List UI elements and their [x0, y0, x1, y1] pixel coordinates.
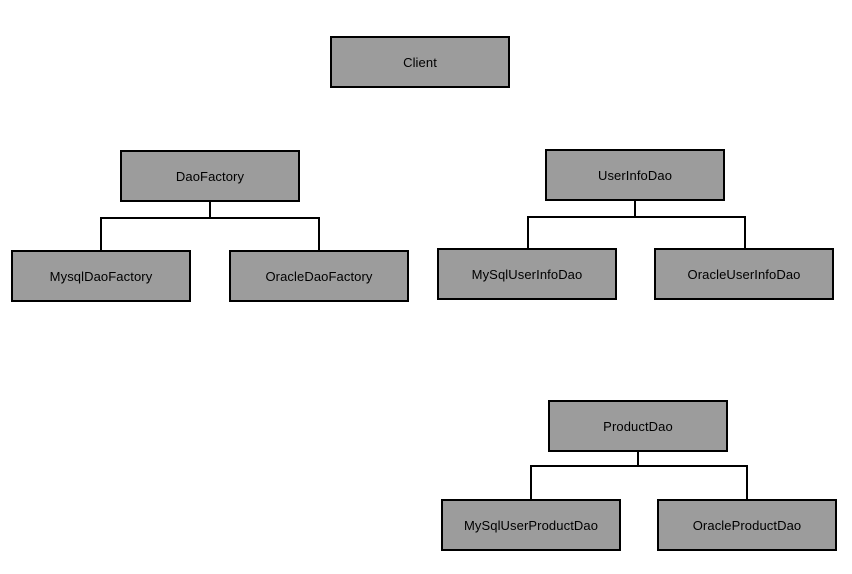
connector-productdao-crossbar — [530, 465, 748, 467]
connector-daofactory-crossbar — [100, 217, 320, 219]
node-oracle-user-info-dao: OracleUserInfoDao — [654, 248, 834, 300]
connector-productdao-left-drop — [530, 465, 532, 499]
connector-productdao-stem — [637, 452, 639, 467]
node-dao-factory: DaoFactory — [120, 150, 300, 202]
connector-daofactory-stem — [209, 202, 211, 219]
connector-userinfodao-crossbar — [527, 216, 746, 218]
node-mysql-dao-factory: MysqlDaoFactory — [11, 250, 191, 302]
connector-daofactory-left-drop — [100, 217, 102, 250]
connector-userinfodao-right-drop — [744, 216, 746, 248]
node-user-info-dao: UserInfoDao — [545, 149, 725, 201]
node-client: Client — [330, 36, 510, 88]
node-oracle-dao-factory: OracleDaoFactory — [229, 250, 409, 302]
connector-daofactory-right-drop — [318, 217, 320, 250]
connector-userinfodao-stem — [634, 201, 636, 218]
node-mysql-user-product-dao: MySqlUserProductDao — [441, 499, 621, 551]
connector-productdao-right-drop — [746, 465, 748, 499]
node-mysql-user-info-dao: MySqlUserInfoDao — [437, 248, 617, 300]
node-product-dao: ProductDao — [548, 400, 728, 452]
connector-userinfodao-left-drop — [527, 216, 529, 248]
node-oracle-product-dao: OracleProductDao — [657, 499, 837, 551]
